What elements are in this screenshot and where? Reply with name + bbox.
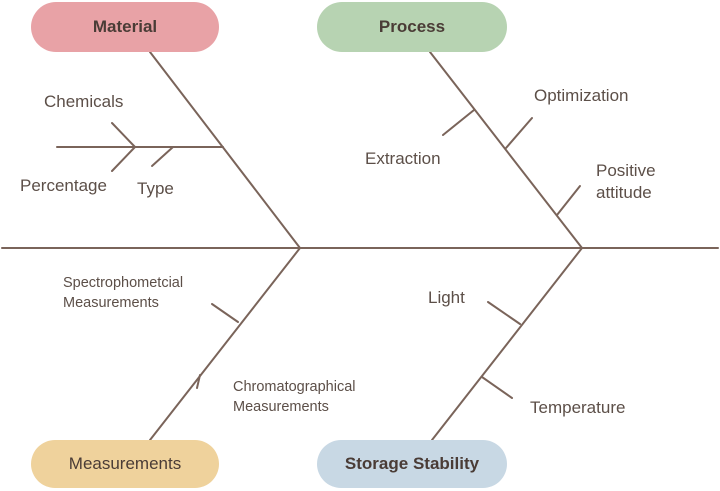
tick-light [487,301,521,325]
label-spectro-line1: Spectrophometcial [63,275,184,291]
category-measurements: Measurements [31,440,219,488]
tick-percentage [111,146,136,172]
tick-chroma [196,374,201,389]
label-spectro-line2: Measurements [63,295,159,311]
label-positive-attitude: Positive attitude [596,160,656,204]
tick-chemicals [111,122,136,148]
label-extraction: Extraction [365,149,441,168]
bone-process [429,51,583,249]
label-chemicals: Chemicals [44,92,124,111]
tick-extraction [442,109,475,136]
label-chroma-line2: Measurements [233,399,329,415]
category-storage-stability: Storage Stability [317,440,507,488]
category-material: Material [31,2,219,52]
bone-storage [431,247,583,441]
label-type: Type [137,179,174,198]
tick-spectro [211,303,239,323]
label-temperature: Temperature [530,398,626,417]
label-light: Light [428,288,465,307]
label-chromatographical: Chromatographical Measurements [233,377,356,417]
bone-material [149,51,301,249]
label-optimization: Optimization [534,86,629,105]
category-process: Process [317,2,507,52]
label-chroma-line1: Chromatographical [233,379,356,395]
label-positive-line2: attitude [596,183,652,202]
bone-measurements [149,247,301,441]
tick-type [151,146,174,167]
label-positive-line1: Positive [596,161,656,180]
label-spectrophotometric: Spectrophometcial Measurements [63,273,183,313]
tick-optimization [505,117,533,149]
label-percentage: Percentage [20,176,107,195]
tick-temperature [481,376,513,399]
tick-positive-attitude [556,185,581,216]
